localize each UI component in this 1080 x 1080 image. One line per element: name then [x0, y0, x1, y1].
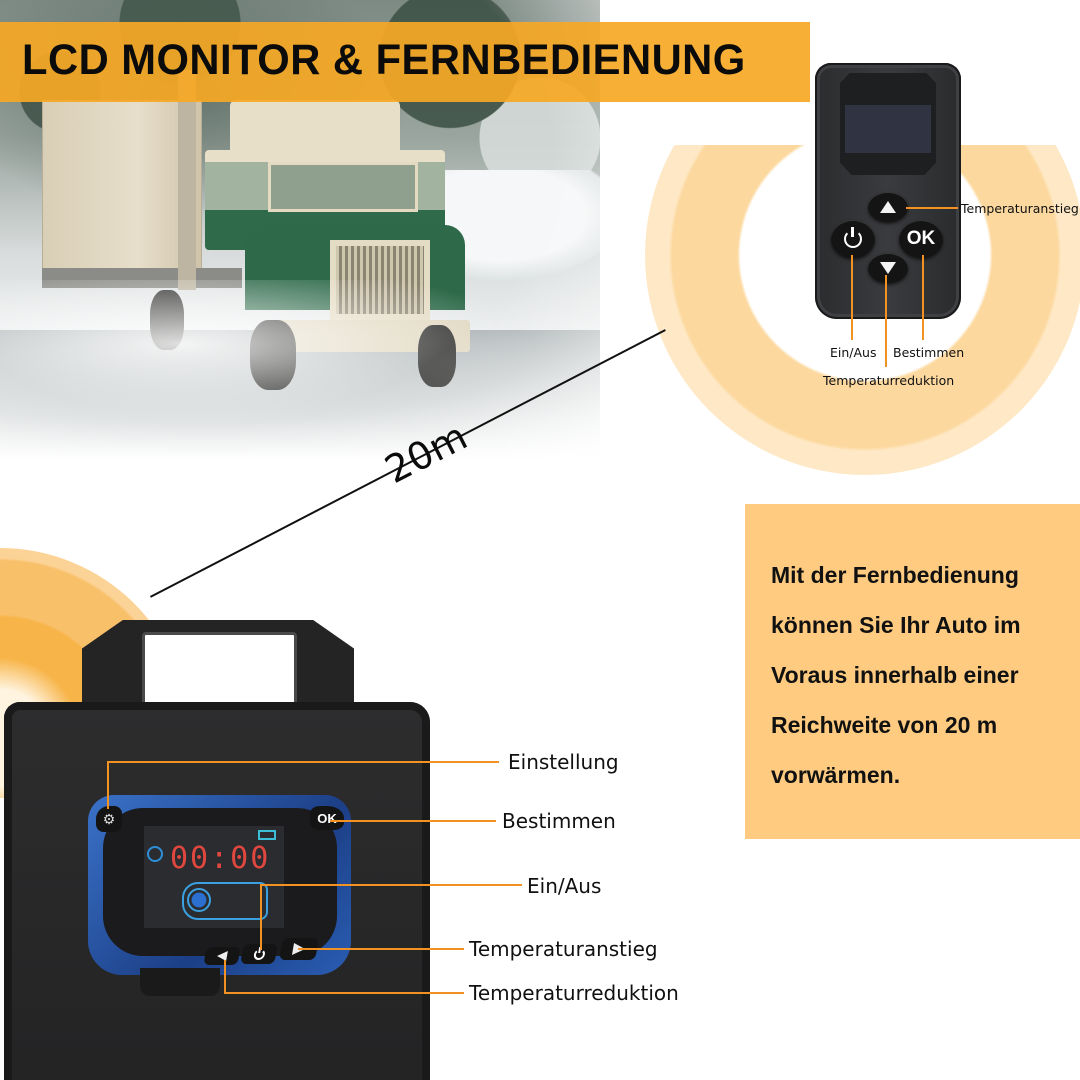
- fan-icon: [187, 888, 211, 912]
- callout-line: [330, 820, 496, 822]
- lcd-label-power: Ein/Aus: [527, 874, 602, 898]
- lcd-power-button[interactable]: [240, 944, 278, 964]
- info-text-line: Reichweite von 20 m: [771, 712, 998, 738]
- power-icon: [252, 948, 266, 960]
- battery-icon: [258, 830, 276, 840]
- triangle-up-icon: [880, 201, 896, 213]
- info-text-line: können Sie Ihr Auto im: [771, 612, 1021, 638]
- lcd-label-temp-up: Temperaturanstieg: [469, 937, 658, 961]
- heater-handle-opening: [142, 632, 297, 712]
- info-text-line: vorwärmen.: [771, 762, 901, 788]
- heater-status-icon: [182, 882, 268, 920]
- remote-label-ok: Bestimmen: [893, 345, 965, 360]
- lcd-ok-button[interactable]: OK: [310, 806, 344, 830]
- remote-label-temp-down: Temperaturreduktion: [823, 373, 955, 388]
- remote-temp-down-button[interactable]: [868, 253, 908, 283]
- info-text-line: Voraus innerhalb einer: [771, 662, 1019, 688]
- road-spray: [0, 280, 600, 440]
- clock-icon: [147, 846, 163, 862]
- ok-label: OK: [317, 810, 337, 826]
- remote-power-button[interactable]: [831, 220, 875, 258]
- lcd-label-ok: Bestimmen: [502, 809, 616, 833]
- lcd-label-temp-down: Temperaturreduktion: [469, 981, 679, 1005]
- lcd-label-settings: Einstellung: [508, 750, 619, 774]
- remote-ok-button[interactable]: OK: [899, 220, 943, 258]
- remote-temp-up-button[interactable]: [868, 192, 908, 222]
- triangle-left-icon: [216, 951, 228, 961]
- truck-trailer: [42, 100, 202, 270]
- lcd-temp-down-button[interactable]: [203, 947, 241, 965]
- callout-line: [107, 761, 499, 763]
- truck-exhaust-stack: [178, 70, 196, 290]
- info-box: Mit der Fernbedienung können Sie Ihr Aut…: [745, 504, 1080, 839]
- callout-line: [851, 255, 853, 340]
- power-icon: [844, 227, 862, 248]
- callout-line: [885, 275, 887, 367]
- gear-icon: ⚙: [102, 810, 116, 827]
- callout-line: [298, 948, 464, 950]
- callout-line: [906, 207, 958, 209]
- callout-line: [922, 255, 924, 340]
- lcd-cable: [140, 968, 220, 996]
- callout-line: [107, 761, 109, 809]
- page-title: LCD MONITOR & FERNBEDIENUNG: [22, 36, 746, 84]
- callout-line: [260, 884, 262, 950]
- truck-windshield: [268, 162, 418, 212]
- remote-label-temp-up: Temperaturanstieg: [961, 201, 1079, 216]
- callout-line: [224, 960, 226, 993]
- remote-control: OK: [815, 63, 961, 319]
- triangle-down-icon: [880, 262, 896, 274]
- callout-line: [260, 884, 522, 886]
- remote-screen: [845, 105, 931, 153]
- remote-label-power: Ein/Aus: [830, 345, 877, 360]
- info-text-line: Mit der Fernbedienung: [771, 562, 1019, 588]
- callout-line: [224, 992, 464, 994]
- title-banner: LCD MONITOR & FERNBEDIENUNG: [0, 22, 810, 102]
- lcd-time-display: 00:00: [170, 841, 271, 876]
- ok-label: OK: [906, 228, 936, 249]
- lcd-settings-button[interactable]: ⚙: [96, 806, 122, 832]
